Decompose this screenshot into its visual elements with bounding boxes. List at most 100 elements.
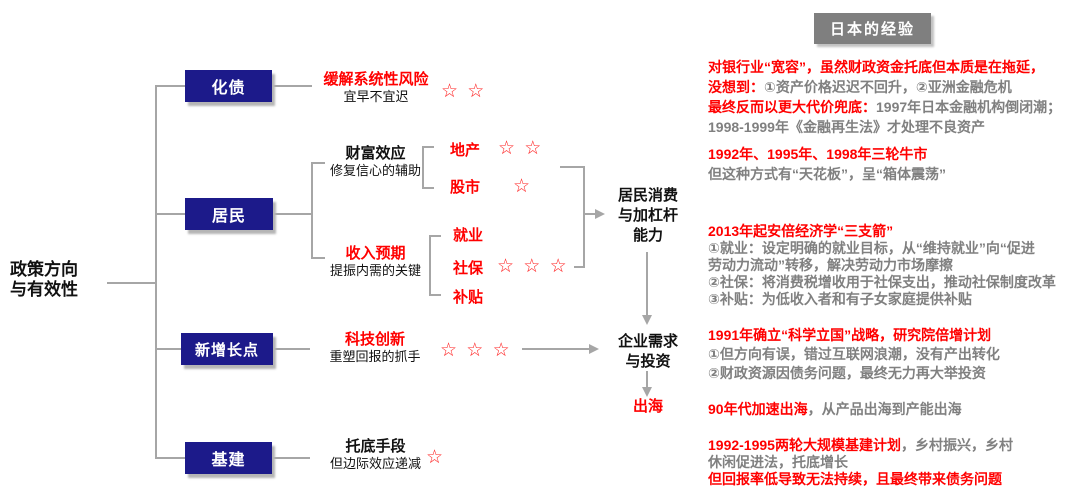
note-tuodi-title: 托底手段: [345, 438, 406, 455]
japan-p1-l2-gray: ①资产价格迟迟不回升，②亚洲金融危机: [764, 79, 1012, 95]
stars-jijian: ☆: [426, 447, 446, 468]
consumption-to-enterprise-shaft: [646, 252, 648, 316]
japan-para-chuhai: 90年代加速出海，从产品出海到产能出海: [708, 401, 962, 418]
note-huazhai-sub: 宜早不宜迟: [343, 89, 409, 104]
japan-p4-line1: 1991年确立“科学立国”战略，研究院倍增计划: [708, 326, 1000, 345]
science-arrow-shaft: [522, 348, 590, 350]
stub-jijian-line: [155, 457, 185, 459]
enterprise-to-chuhai-arrowhead-icon: [642, 387, 652, 397]
node-consumption: 居民消费 与加杠杆 能力: [600, 186, 696, 246]
root-title-line2: 与有效性: [10, 280, 78, 299]
japan-p6-line2: 休闲促进法，托底增长: [708, 454, 1013, 471]
box-jijian-label: 基建: [211, 452, 246, 469]
note-caifu: 财富效应 修复信心的辅助: [318, 145, 433, 179]
income-bracket-bottom-stub: [429, 294, 441, 296]
japan-p3-l3-gray: 劳动力流动”转移，解决劳动力市场摩擦: [708, 257, 953, 273]
japan-p3-l1-red: 2013年起安倍经济学“三支箭”: [708, 223, 894, 239]
node-enterprise-line2: 与投资: [625, 353, 671, 370]
node-enterprise: 企业需求 与投资: [600, 332, 696, 372]
box-xinzengzhang-label: 新增长点: [194, 341, 259, 359]
japan-p3-line4: ②社保：将消费税增收用于社保支出，推动社保制度改革: [708, 274, 1056, 291]
stub-xinzengzhang-line: [155, 348, 181, 350]
japan-p3-l4-gray: ②社保：将消费税增收用于社保支出，推动社保制度改革: [708, 274, 1056, 290]
japan-p6-l1-gray: ，乡村振兴，乡村: [900, 437, 1013, 453]
consumption-to-enterprise-arrowhead-icon: [642, 315, 652, 325]
note-tuodi-sub: 但边际效应递减: [329, 456, 421, 471]
note-keji-title: 科技创新: [344, 331, 405, 348]
japan-p2-l2-gray: 但这种方式有“天花板”，呈“箱体震荡”: [708, 166, 946, 182]
japan-p3-l5-gray: ③补贴：为低收入者和有子女家庭提供补贴: [708, 291, 972, 307]
income-bracket-vline: [429, 235, 431, 296]
japan-p6-l3-red: 但回报率低导致无法持续，且最终带来债务问题: [708, 471, 1002, 487]
japan-p1-line4: 1998-1999年《金融再生法》才处理不良资产: [708, 117, 1061, 137]
box-jijian: 基建: [185, 442, 272, 474]
japan-p4-l2-gray: ①但方向有误，错过互联网浪潮，没有产出转化: [708, 346, 1000, 362]
japan-p4-line2: ①但方向有误，错过互联网浪潮，没有产出转化: [708, 345, 1000, 364]
merge-bracket-top-line: [560, 166, 585, 168]
japan-p3-line5: ③补贴：为低收入者和有子女家庭提供补贴: [708, 291, 1056, 308]
japan-badge-label: 日本的经验: [829, 21, 915, 38]
box-huazhai-label: 化债: [211, 80, 246, 97]
box-jumin: 居民: [185, 198, 273, 230]
node-consumption-line1: 居民消费: [617, 187, 678, 204]
node-chuhai: 出海: [632, 398, 663, 415]
note-shouru-sub: 提振内需的关键: [329, 263, 421, 278]
leaf-shebao: 社保: [453, 260, 484, 277]
note-caifu-title: 财富效应: [345, 145, 406, 162]
japan-p5-l1-red: 90年代加速出海: [708, 401, 808, 417]
japan-p6-l2-gray: 休闲促进法，托底增长: [708, 454, 848, 470]
japan-p3-line3: 劳动力流动”转移，解决劳动力市场摩擦: [708, 257, 1056, 274]
root-title: 政策方向 与有效性: [10, 260, 78, 300]
box-jumin-label: 居民: [211, 208, 246, 225]
japan-p2-l1-red: 1992年、1995年、1998年三轮牛市: [708, 146, 928, 162]
japan-p6-line1: 1992-1995两轮大规模基建计划，乡村振兴，乡村: [708, 437, 1013, 454]
merge-bracket-vline: [583, 166, 585, 268]
stars-shebao: ☆ ☆ ☆: [497, 256, 569, 277]
stars-keji: ☆ ☆ ☆: [440, 340, 512, 361]
japan-p1-line1: 对银行业“宽容”，虽然财政资金托底但本质是在拖延，: [708, 57, 1061, 77]
stub-jumin-line: [155, 213, 185, 215]
enterprise-to-chuhai-shaft: [646, 371, 648, 388]
japan-p3-line1: 2013年起安倍经济学“三支箭”: [708, 223, 1056, 240]
box-huazhai: 化债: [185, 70, 272, 102]
consumption-arrow-shaft: [583, 213, 596, 215]
jumin-branch-top-stub: [311, 162, 325, 164]
merge-bracket-bottom-line: [574, 266, 585, 268]
leaf-gushi: 股市: [450, 179, 481, 196]
box-xinzengzhang: 新增长点: [181, 333, 273, 365]
jijian-out-line: [272, 457, 310, 459]
note-keji: 科技创新 重塑回报的抓手: [314, 331, 436, 365]
jumin-branch-vline: [311, 162, 313, 259]
wealth-bracket-vline: [422, 146, 424, 189]
stars-dichan: ☆ ☆: [498, 138, 544, 159]
japan-para-bullmarket: 1992年、1995年、1998年三轮牛市 但这种方式有“天花板”，呈“箱体震荡…: [708, 144, 946, 184]
japan-p1-line2: 没想到：①资产价格迟迟不回升，②亚洲金融危机: [708, 77, 1061, 97]
note-keji-sub: 重塑回报的抓手: [329, 349, 421, 364]
wealth-bracket-bottom-stub: [422, 187, 434, 189]
node-consumption-line2: 与加杠杆: [617, 207, 678, 224]
stub-huazhai-line: [155, 85, 185, 87]
consumption-arrowhead-icon: [595, 209, 605, 219]
japan-badge: 日本的经验: [814, 13, 931, 44]
node-enterprise-line1: 企业需求: [617, 333, 678, 350]
leaf-dichan: 地产: [450, 142, 481, 159]
jumin-out-line: [274, 213, 312, 215]
japan-p2-line1: 1992年、1995年、1998年三轮牛市: [708, 144, 946, 164]
root-title-line1: 政策方向: [10, 260, 78, 279]
main-trunk-line: [155, 85, 157, 459]
japan-p3-l2-gray: ①就业：设定明确的就业目标，从“维持就业”向“促进: [708, 240, 1035, 256]
japan-p3-line2: ①就业：设定明确的就业目标，从“维持就业”向“促进: [708, 240, 1056, 257]
japan-para-jijian: 1992-1995两轮大规模基建计划，乡村振兴，乡村 休闲促进法，托底增长 但回…: [708, 437, 1013, 488]
leaf-butie: 补贴: [453, 289, 484, 306]
japan-para-abenomics: 2013年起安倍经济学“三支箭” ①就业：设定明确的就业目标，从“维持就业”向“…: [708, 223, 1056, 308]
root-stub-line: [107, 282, 155, 284]
japan-p5-l1-gray: ，从产品出海到产能出海: [807, 401, 962, 417]
stars-huazhai: ☆ ☆: [441, 81, 487, 102]
japan-p4-l1-red: 1991年确立“科学立国”战略，研究院倍增计划: [708, 327, 992, 343]
japan-para-huazhai: 对银行业“宽容”，虽然财政资金托底但本质是在拖延， 没想到：①资产价格迟迟不回升…: [708, 57, 1061, 137]
japan-p6-l1-red: 1992-1995两轮大规模基建计划: [708, 437, 901, 453]
japan-p1-l3-red: 最终反而以更大代价兜底：: [708, 99, 876, 115]
jumin-branch-bottom-stub: [311, 257, 325, 259]
stars-gushi: ☆: [513, 176, 533, 197]
